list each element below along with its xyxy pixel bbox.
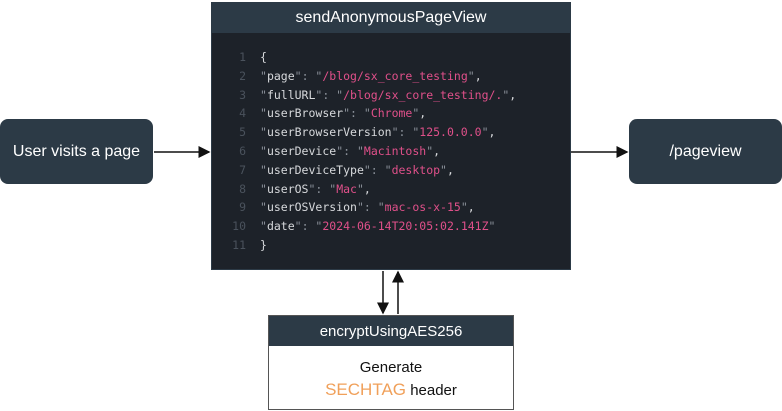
description-text: header <box>410 382 457 399</box>
json-key: userOS <box>266 181 309 196</box>
json-value: 2024-06-14T20:05:02.141Z <box>322 219 489 234</box>
json-key: fullURL <box>266 87 316 102</box>
user-visits-node: User visits a page <box>0 119 153 184</box>
line-number: 4 <box>239 106 246 121</box>
json-value: Chrome <box>370 106 413 121</box>
comma: , <box>363 181 371 196</box>
brace: { <box>260 50 267 64</box>
json-value: mac-os-x-15 <box>384 200 461 215</box>
json-key: userBrowser <box>266 106 344 121</box>
line-number: 9 <box>239 200 246 215</box>
code-line: 11} <box>212 236 516 255</box>
description-line: Generate <box>359 359 423 376</box>
line-number: 2 <box>239 68 246 83</box>
comma: , <box>488 125 496 140</box>
json-value: 125.0.0.0 <box>419 125 482 140</box>
send-pageview-box: sendAnonymousPageView 1{2 "page": "/blog… <box>211 2 571 270</box>
comma: , <box>467 200 475 215</box>
encrypt-description: Generate SECHTAG header <box>269 346 513 402</box>
code-line: 6 "userDevice": "Macintosh", <box>212 142 516 161</box>
comma: , <box>509 87 517 102</box>
line-number: 5 <box>239 125 246 140</box>
encrypt-box: encryptUsingAES256 Generate SECHTAG head… <box>268 315 514 410</box>
box-title: sendAnonymousPageView <box>212 3 570 33</box>
node-label: /pageview <box>669 142 742 160</box>
code-line: 10 "date": "2024-06-14T20:05:02.141Z" <box>212 217 516 236</box>
code-line: 4 "userBrowser": "Chrome", <box>212 104 516 123</box>
comma: , <box>474 68 482 83</box>
json-value: Mac <box>336 181 357 196</box>
comma: , <box>419 106 427 121</box>
sechtag-label: SECHTAG <box>325 380 407 399</box>
code-block: 1{2 "page": "/blog/sx_core_testing",3 "f… <box>212 48 516 255</box>
pageview-node: /pageview <box>629 119 782 184</box>
brace: } <box>260 237 267 252</box>
code-line: 7 "userDeviceType": "desktop", <box>212 161 516 180</box>
json-key: userBrowserVersion <box>266 125 392 140</box>
json-key: date <box>266 219 295 234</box>
line-number: 1 <box>239 50 246 64</box>
code-line: 9 "userOSVersion": "mac-os-x-15", <box>212 198 516 217</box>
line-number: 8 <box>239 181 246 196</box>
line-number: 6 <box>239 143 246 158</box>
json-value: /blog/sx_core_testing <box>322 68 468 83</box>
json-key: userDevice <box>266 143 337 158</box>
code-line: 1{ <box>212 48 516 67</box>
line-number: 3 <box>239 87 246 102</box>
line-number: 11 <box>232 237 246 252</box>
comma: , <box>433 143 441 158</box>
json-key: page <box>266 68 295 83</box>
comma: , <box>446 162 454 177</box>
json-value: /blog/sx_core_testing/. <box>343 87 503 102</box>
node-label: User visits a page <box>12 142 141 160</box>
json-key: userDeviceType <box>266 162 364 177</box>
box-title: encryptUsingAES256 <box>269 316 513 346</box>
code-line: 8 "userOS": "Mac", <box>212 180 516 199</box>
code-line: 5 "userBrowserVersion": "125.0.0.0", <box>212 123 516 142</box>
code-line: 3 "fullURL": "/blog/sx_core_testing/.", <box>212 86 516 105</box>
json-value: Macintosh <box>363 143 427 158</box>
json-value: desktop <box>391 162 441 177</box>
code-line: 2 "page": "/blog/sx_core_testing", <box>212 67 516 86</box>
line-number: 10 <box>232 219 246 234</box>
line-number: 7 <box>239 162 246 177</box>
json-key: userOSVersion <box>266 200 357 215</box>
